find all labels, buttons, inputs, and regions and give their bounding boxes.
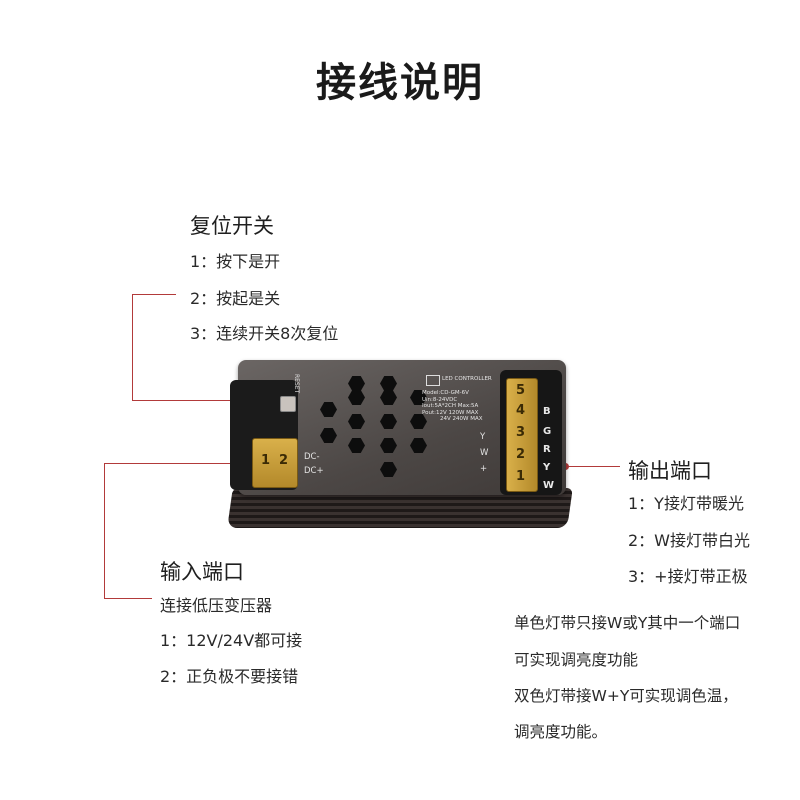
vent-hole — [320, 402, 337, 417]
vent-hole — [348, 414, 365, 429]
vent-hole — [380, 414, 397, 429]
vent-hole — [380, 376, 397, 391]
vent-hole — [348, 390, 365, 405]
vent-hole — [348, 438, 365, 453]
note-line-3: 双色灯带接W+Y可实现调色温， — [514, 687, 738, 705]
input-port-item-1: 1：12V/24V都可接 — [160, 631, 303, 650]
vent-hole — [380, 390, 397, 405]
input-port-item-2: 2：正负极不要接错 — [160, 667, 299, 686]
pin-letter-b: B — [543, 406, 551, 417]
output-leader — [565, 466, 620, 467]
input-leader-v — [104, 463, 105, 598]
reset-text: RESET — [293, 374, 300, 394]
reset-leader-h1 — [132, 294, 176, 295]
output-terminal-number-1: 1 — [516, 469, 526, 484]
side-letter-plus: + — [480, 464, 488, 474]
output-port-heading: 输出端口 — [628, 459, 712, 483]
spec-label: Model:CD-GM-6V Uin:8-24VDC Iout:5A*2CH M… — [422, 390, 482, 423]
led-controller-device: RESET 1 2 DC- DC+ LED CONTROLLER Model:C… — [227, 360, 573, 535]
input-terminal-number-2: 2 — [279, 453, 289, 468]
dc-minus-label: DC- — [304, 452, 320, 462]
vent-hole — [348, 376, 365, 391]
spec-line-3: Iout:5A*2CH Max:5A — [422, 403, 479, 409]
vent-hole — [410, 438, 427, 453]
page-title: 接线说明 — [316, 60, 484, 106]
input-leader-h2 — [104, 598, 152, 599]
input-port-subtitle: 连接低压变压器 — [160, 596, 273, 615]
reset-switch-item-3: 3：连续开关8次复位 — [190, 324, 339, 343]
output-port-item-2: 2：W接灯带白光 — [628, 531, 751, 550]
note-line-4: 调亮度功能。 — [514, 723, 608, 741]
output-port-item-3: 3：+接灯带正极 — [628, 567, 748, 586]
pin-letter-w: W — [543, 480, 555, 491]
output-port-item-1: 1：Y接灯带暖光 — [628, 494, 744, 513]
output-terminal-number-5: 5 — [516, 383, 526, 398]
note-line-2: 可实现调亮度功能 — [514, 651, 639, 669]
vent-hole — [320, 428, 337, 443]
output-terminal-number-4: 4 — [516, 403, 526, 418]
reset-switch-item-1: 1：按下是开 — [190, 252, 281, 271]
note-line-1: 单色灯带只接W或Y其中一个端口 — [514, 614, 741, 632]
input-terminal-number-1: 1 — [261, 453, 271, 468]
vent-hole — [410, 390, 427, 405]
spec-line-4: Pout:12V 120W MAX — [422, 409, 479, 416]
reset-leader-v — [132, 294, 133, 400]
spec-line-1: Model:CD-GM-6V — [422, 390, 469, 396]
output-terminal-block: 5 4 3 2 1 — [506, 378, 538, 492]
pin-letter-y: Y — [543, 462, 551, 473]
side-letter-w: W — [480, 448, 489, 458]
side-letter-y: Y — [480, 432, 486, 442]
dc-plus-label: DC+ — [304, 466, 324, 476]
controller-label: LED CONTROLLER — [442, 376, 492, 382]
input-terminal-block: 1 2 — [252, 438, 298, 488]
output-terminal-number-2: 2 — [516, 447, 526, 462]
vent-hole — [380, 462, 397, 477]
vent-hole — [410, 414, 427, 429]
reset-switch-heading: 复位开关 — [190, 214, 274, 238]
brand-logo — [426, 375, 440, 386]
pin-letter-g: G — [543, 426, 552, 437]
pin-letter-r: R — [543, 444, 551, 455]
output-terminal-number-3: 3 — [516, 425, 526, 440]
vent-hole — [380, 438, 397, 453]
spec-line-5: 24V 240W MAX — [440, 416, 483, 422]
reset-leader-h2 — [132, 400, 284, 401]
reset-button — [280, 396, 296, 412]
reset-switch-item-2: 2：按起是关 — [190, 289, 281, 308]
spec-line-2: Uin:8-24VDC — [422, 396, 458, 403]
input-leader-h1 — [104, 463, 254, 464]
input-port-heading: 输入端口 — [160, 560, 244, 584]
